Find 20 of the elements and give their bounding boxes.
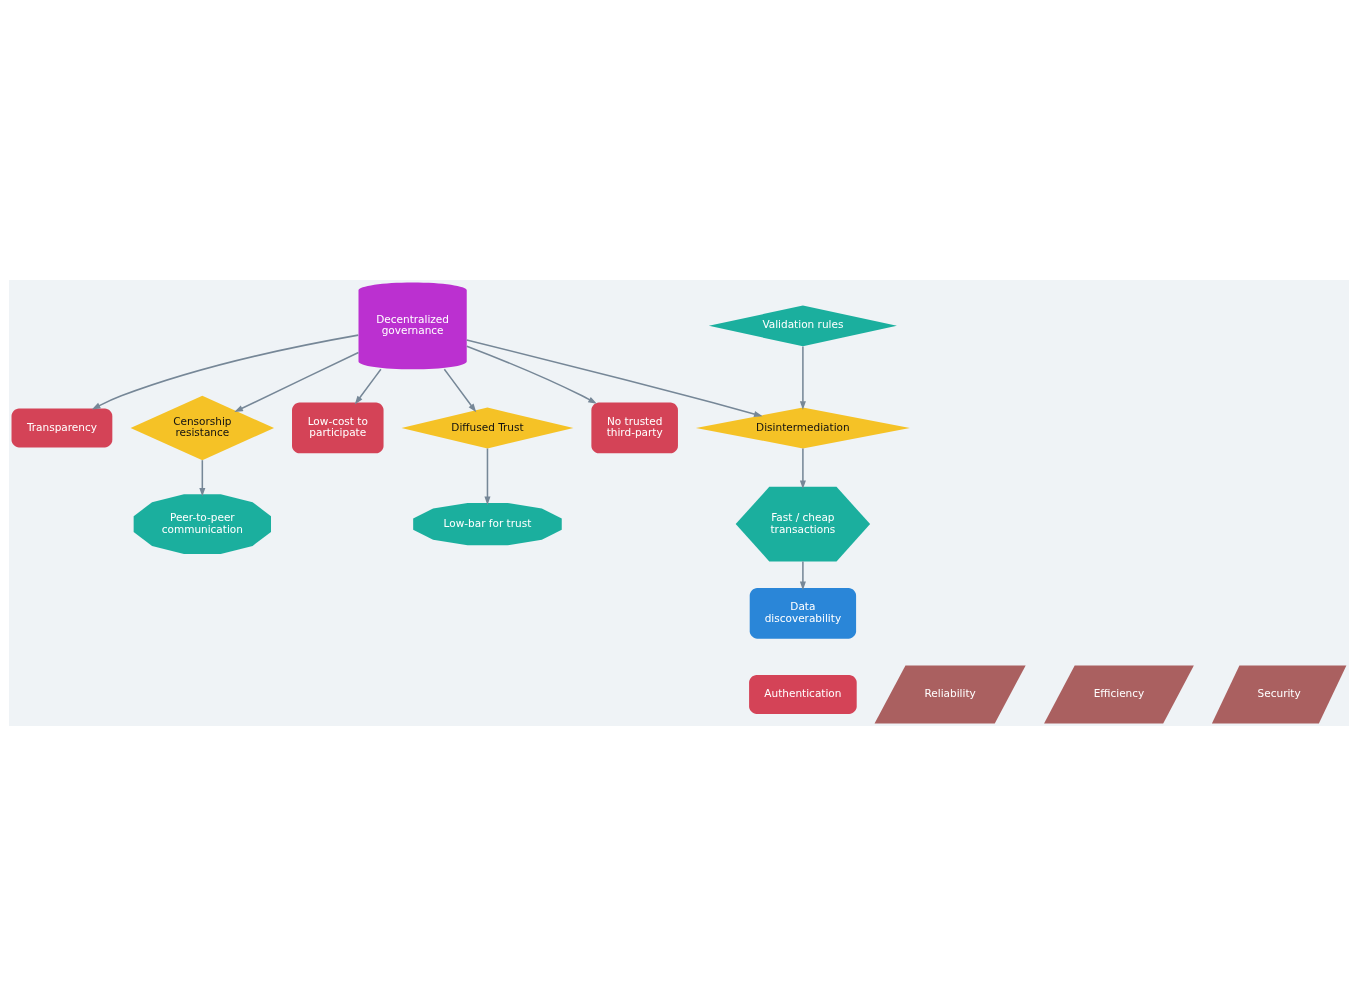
node-diamond: Validation rules — [708, 305, 897, 347]
node-diamond: Diffused Trust — [401, 407, 574, 449]
arrow — [354, 368, 382, 405]
arrow — [799, 560, 806, 591]
arrow — [484, 447, 491, 506]
arrow — [466, 339, 763, 417]
node-diamond: Disintermediation — [695, 407, 910, 449]
arrow — [234, 351, 360, 413]
node-box: Authentication — [749, 674, 857, 714]
node-box: Transparency — [11, 408, 113, 448]
arrow — [443, 368, 477, 413]
node-diamond: Censorship resistance — [130, 395, 275, 461]
node-box: Low-cost to participate — [292, 402, 384, 454]
node-box: Data discoverability — [749, 588, 857, 639]
arrow — [799, 345, 806, 410]
node-box: No trusted third-party — [591, 402, 678, 454]
arrow — [91, 334, 359, 410]
arrow — [199, 459, 206, 497]
arrow — [466, 345, 597, 404]
arrow — [799, 447, 806, 490]
